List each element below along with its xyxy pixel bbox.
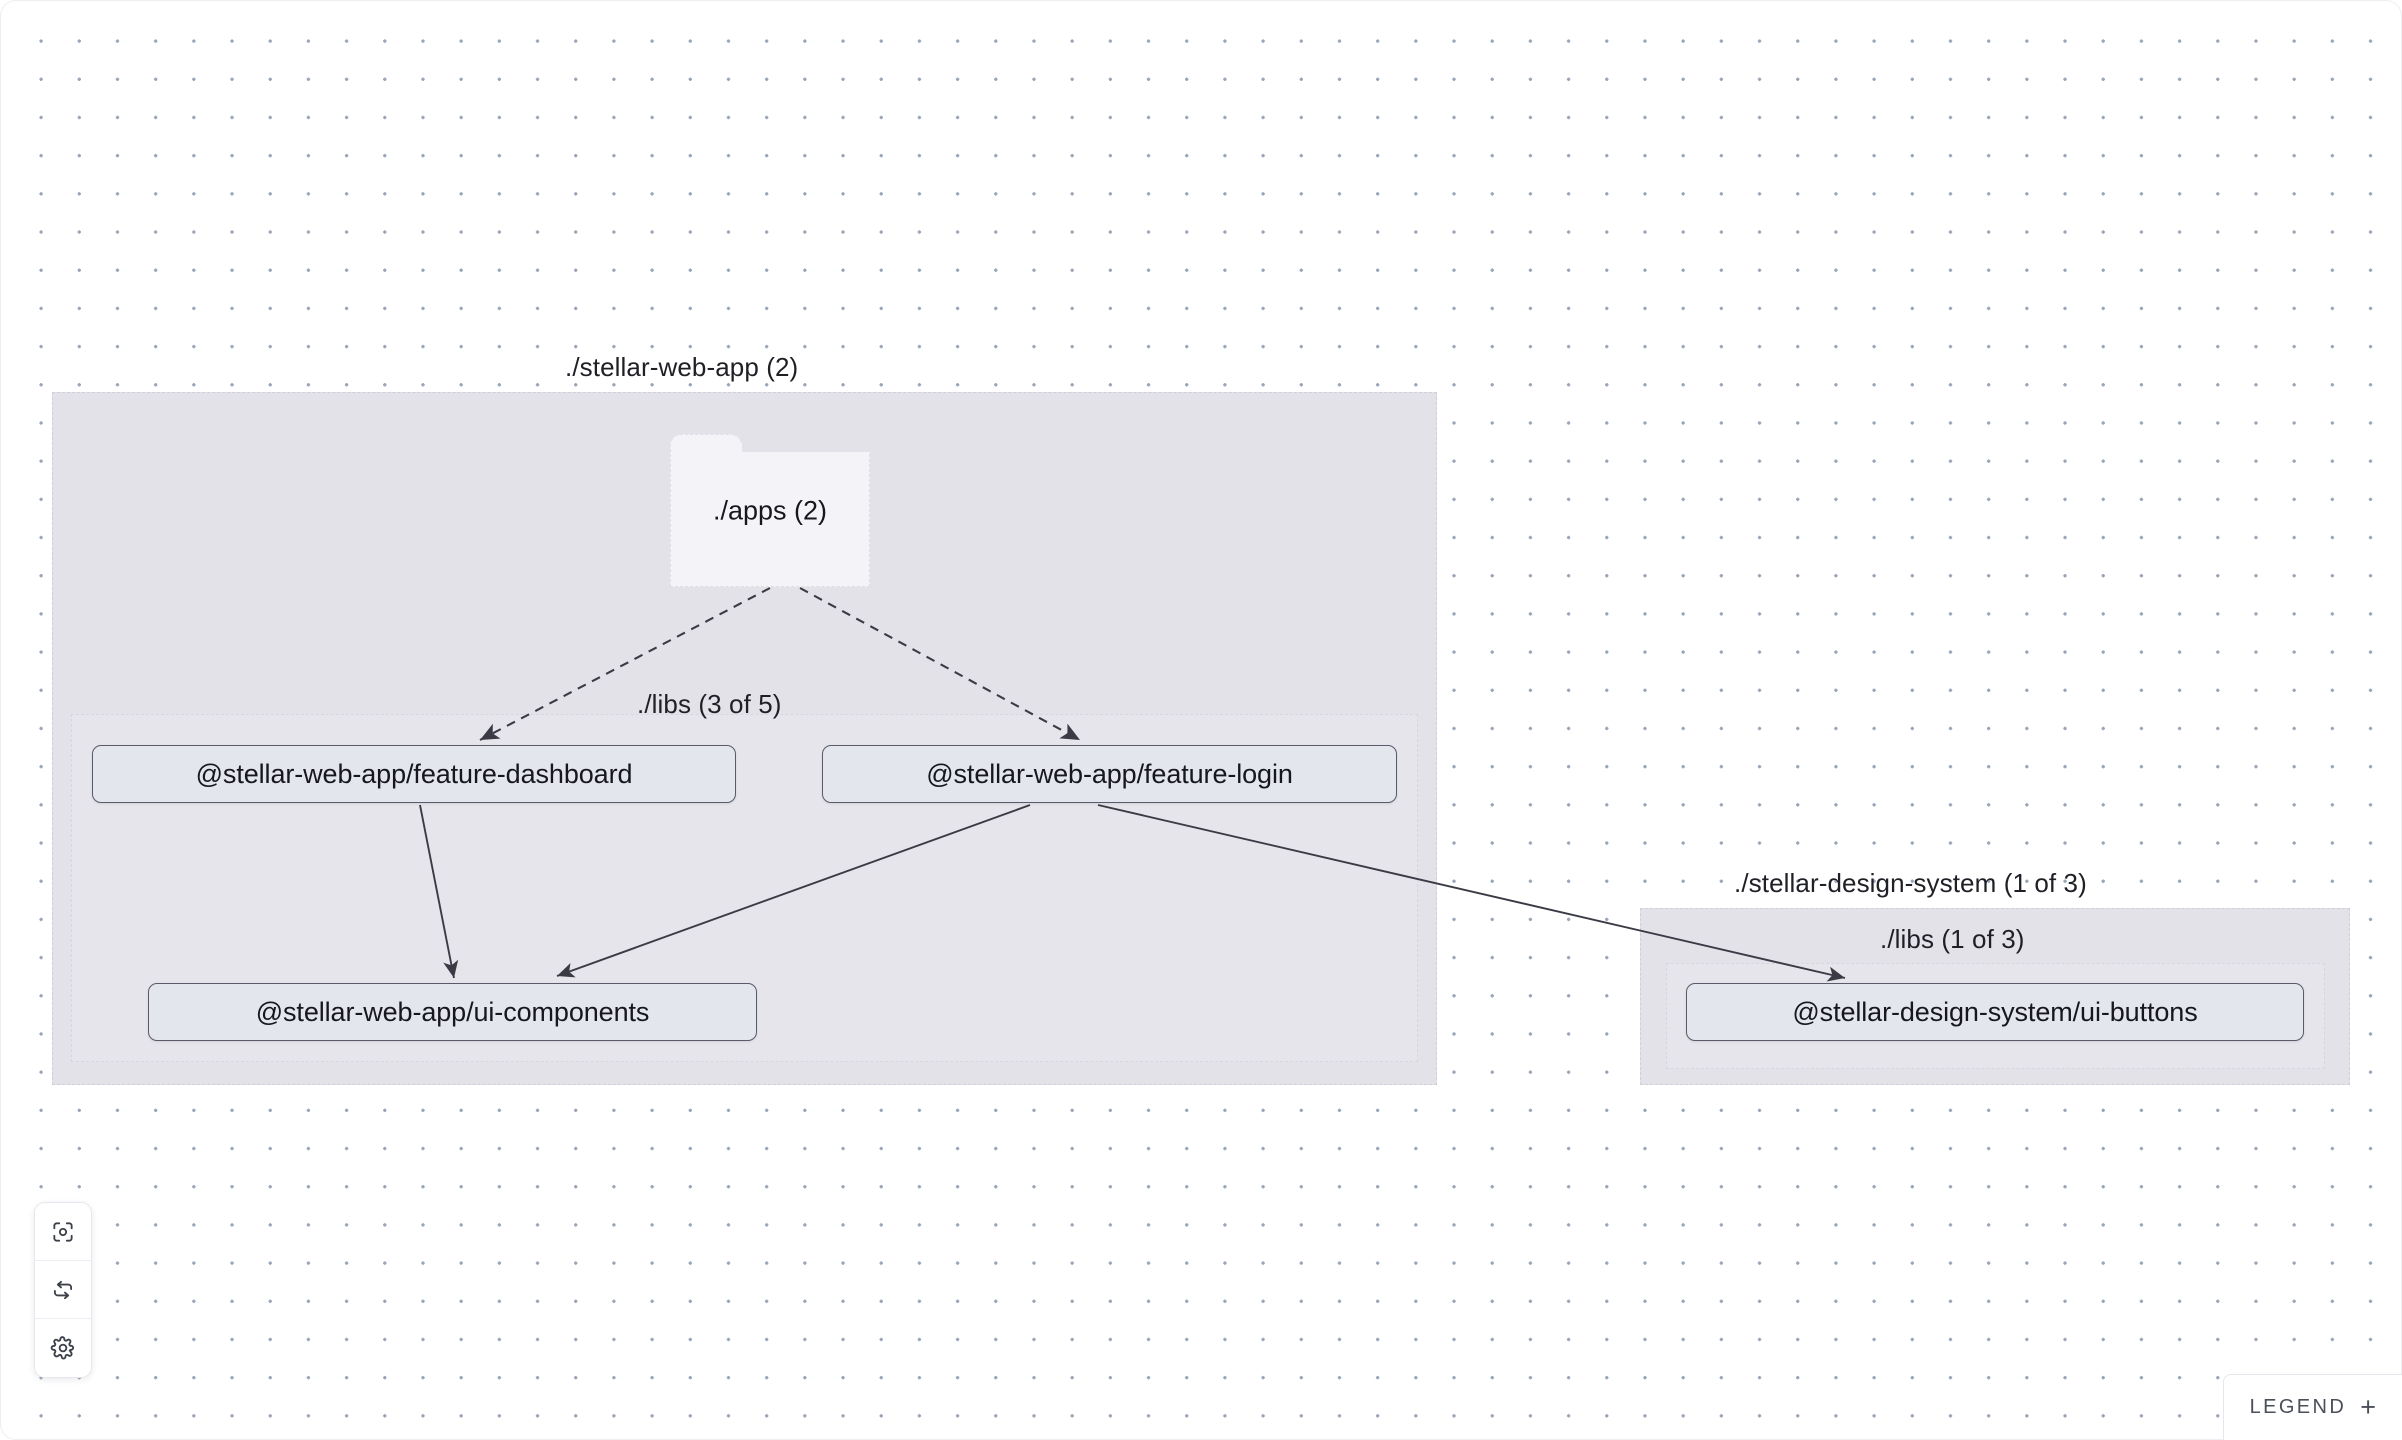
folder-node-apps[interactable]: ./apps (2) xyxy=(670,434,870,587)
legend-label: LEGEND xyxy=(2249,1396,2347,1418)
node-feature-login[interactable]: @stellar-web-app/feature-login xyxy=(822,745,1397,803)
node-ui-components[interactable]: @stellar-web-app/ui-components xyxy=(148,983,757,1041)
settings-button[interactable] xyxy=(35,1319,91,1377)
focus-graph-button[interactable] xyxy=(35,1203,91,1261)
refresh-sync-icon xyxy=(50,1277,76,1303)
canvas-toolbar xyxy=(34,1202,92,1378)
dir-label-ds-libs: ./libs (1 of 3) xyxy=(1880,924,2025,954)
project-label-stellar-design-system: ./stellar-design-system (1 of 3) xyxy=(1734,868,2087,898)
folder-shape-icon xyxy=(670,434,870,587)
plus-icon: + xyxy=(2360,1392,2376,1422)
project-label-stellar-web-app: ./stellar-web-app (2) xyxy=(565,352,799,382)
folder-node-label: ./apps (2) xyxy=(712,495,828,525)
focus-target-icon xyxy=(50,1219,76,1245)
gear-icon xyxy=(50,1335,76,1361)
refresh-button[interactable] xyxy=(35,1261,91,1319)
node-ui-buttons[interactable]: @stellar-design-system/ui-buttons xyxy=(1686,983,2304,1041)
node-feature-dashboard[interactable]: @stellar-web-app/feature-dashboard xyxy=(92,745,736,803)
legend-toggle[interactable]: LEGEND + xyxy=(2222,1374,2402,1440)
dir-label-libs: ./libs (3 of 5) xyxy=(637,689,782,719)
